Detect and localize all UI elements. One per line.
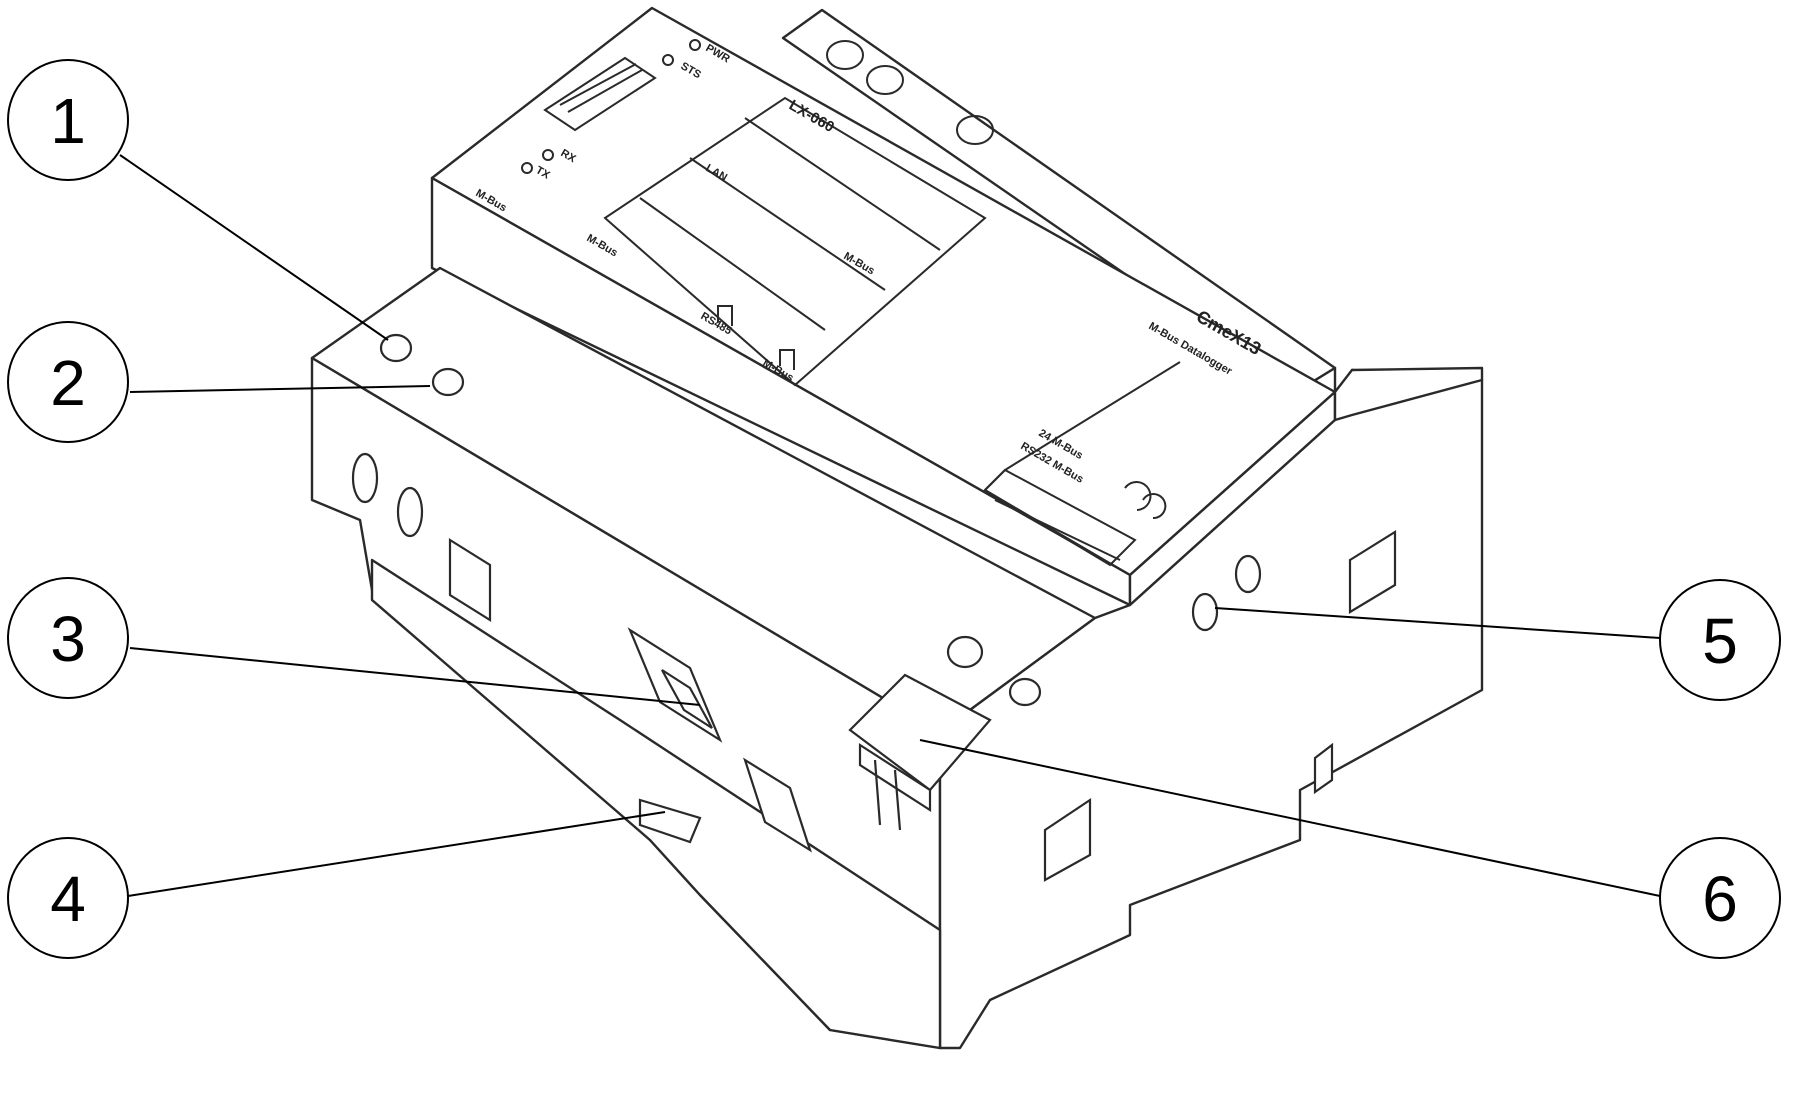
dip-switch-block <box>543 56 657 132</box>
led-1 <box>379 333 413 363</box>
leader-line-2 <box>129 385 431 393</box>
leader-lines <box>119 154 1661 897</box>
callout-number-5: 5 <box>1702 605 1738 677</box>
callout-number-6: 6 <box>1702 863 1738 935</box>
label-window <box>603 96 987 387</box>
leader-line-5 <box>1214 607 1661 639</box>
callout-number-1: 1 <box>50 85 86 157</box>
cover-details <box>521 39 1336 577</box>
callouts: 1 2 3 4 5 6 <box>7 59 1781 959</box>
callout-number-3: 3 <box>50 603 86 675</box>
side-hole-5 <box>1191 592 1219 632</box>
card-slot <box>983 468 1137 567</box>
din-rail-device <box>310 6 1484 1050</box>
callout-number-2: 2 <box>50 347 86 419</box>
leader-line-1 <box>119 154 389 341</box>
callout-number-4: 4 <box>50 863 86 935</box>
front-face-details <box>351 333 1397 882</box>
callout-1: 1 <box>7 59 129 181</box>
led-2 <box>431 367 465 397</box>
callout-6: 6 <box>1659 837 1781 959</box>
leader-line-6 <box>919 739 1661 897</box>
terminal-connector <box>848 673 992 792</box>
callout-5: 5 <box>1659 579 1781 701</box>
callout-3: 3 <box>7 577 129 699</box>
callout-4: 4 <box>7 837 129 959</box>
leader-line-4 <box>127 811 666 897</box>
right-end-face <box>938 368 1484 1050</box>
ce-mark-icon <box>1124 481 1167 520</box>
callout-2: 2 <box>7 321 129 443</box>
leader-line-3 <box>129 647 701 706</box>
